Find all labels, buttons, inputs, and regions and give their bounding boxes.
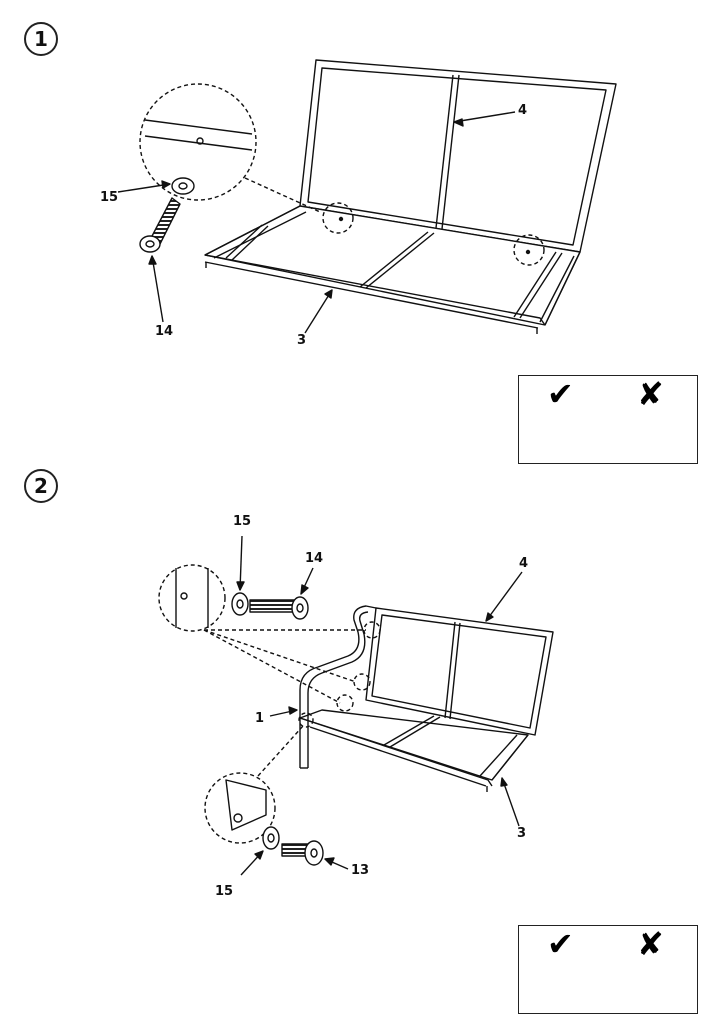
callout-washer-bottom: 15 xyxy=(215,884,234,899)
step1-washer-15 xyxy=(171,177,195,195)
correct-check-icon-2: ✔ xyxy=(547,925,574,963)
step2-backrest xyxy=(365,607,554,736)
correct-check-icon: ✔ xyxy=(547,375,574,413)
callout-washer: 15 xyxy=(100,190,119,205)
step1-seat-frame xyxy=(204,205,581,334)
incorrect-cross-icon: ✘ xyxy=(637,375,664,413)
callout-backrest: 4 xyxy=(518,103,528,118)
step1-bolt-14 xyxy=(139,197,181,253)
incorrect-cross-icon-2: ✘ xyxy=(637,925,664,963)
callout-backrest-2: 4 xyxy=(519,556,529,571)
callout-frame-2: 3 xyxy=(517,826,527,841)
callout-washer-top: 15 xyxy=(233,514,252,529)
step1-detail-markers xyxy=(139,83,545,266)
callout-bolt-bottom: 13 xyxy=(351,863,370,878)
step2-washer-15-top xyxy=(231,592,249,616)
step1-leaders xyxy=(117,111,516,334)
step-1-badge: 1 xyxy=(24,22,58,56)
step2-leaders xyxy=(236,535,523,876)
step1-legend-box: ✔ ✘ xyxy=(518,375,698,464)
callout-armrest: 1 xyxy=(255,711,265,726)
step2-washer-15-bottom xyxy=(262,826,280,850)
step2-armrest xyxy=(299,605,377,769)
step2-drawing xyxy=(158,535,554,876)
callout-bolt-top: 14 xyxy=(305,551,324,566)
step2-detail-markers xyxy=(158,564,381,844)
step2-legend-box: ✔ ✘ xyxy=(518,925,698,1014)
step2-bottom-zoom-detail xyxy=(225,779,267,831)
step1-drawing xyxy=(117,59,617,334)
step-2-badge: 2 xyxy=(24,469,58,503)
callout-bolt: 14 xyxy=(155,324,174,339)
step2-bolt-13 xyxy=(281,840,324,866)
step2-top-zoom-detail xyxy=(175,568,209,628)
step1-zoom-detail xyxy=(144,119,253,151)
callout-frame: 3 xyxy=(297,333,307,348)
step2-bolt-14 xyxy=(249,596,309,620)
